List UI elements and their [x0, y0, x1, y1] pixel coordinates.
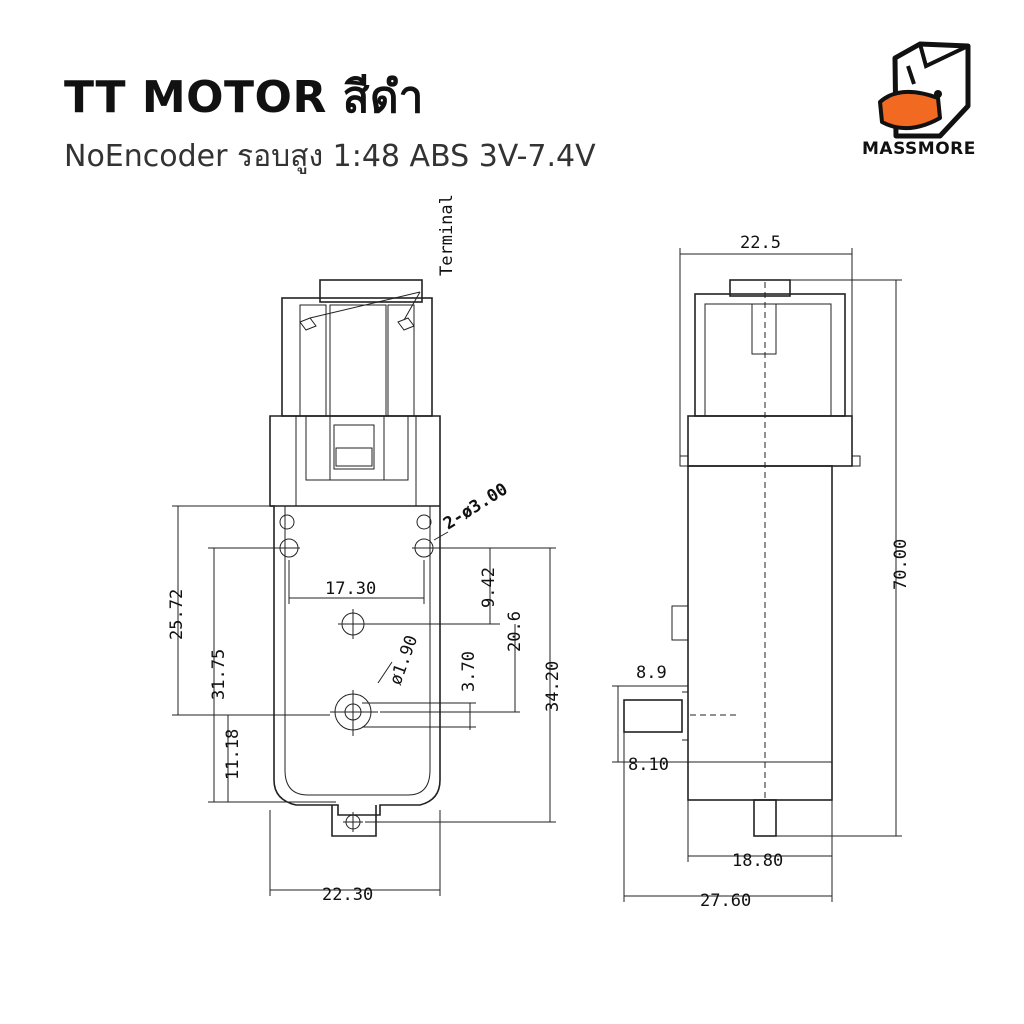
dim-27-60: 27.60: [700, 891, 751, 911]
front-mounting-tab: [331, 805, 377, 837]
dim-1-90: ø1.90: [386, 633, 422, 688]
dim-70-00: 70.00: [891, 539, 911, 590]
dim-20-6: 20.6: [505, 611, 525, 652]
hole-callout: 2-ø3.00: [440, 479, 511, 534]
side-output-shaft: [623, 699, 683, 733]
page-title: TT MOTOR สีดำ: [64, 72, 424, 123]
dim-34-20: 34.20: [543, 661, 563, 712]
dim-3-70: 3.70: [459, 651, 479, 692]
brand-name: MASSMORE: [862, 139, 976, 159]
dim-25-72: 25.72: [167, 589, 187, 640]
dim-8-9: 8.9: [636, 663, 667, 683]
massmore-logo-icon: [878, 41, 971, 139]
dim-11-18: 11.18: [223, 729, 243, 780]
front-motor-cap: [319, 279, 423, 303]
dim-17-30: 17.30: [325, 579, 376, 599]
front-gearbox: [269, 415, 441, 816]
page-subtitle: NoEncoder รอบสูง 1:48 ABS 3V-7.4V: [64, 139, 596, 174]
dim-9-42: 9.42: [479, 567, 499, 608]
dim-22-5: 22.5: [740, 233, 781, 253]
terminal-label: Terminal: [437, 194, 457, 276]
side-gearbox: [687, 465, 833, 801]
side-view: 22.5 70.00 8.9 8.10 18.80 27.60: [612, 233, 911, 911]
dim-31-75: 31.75: [209, 649, 229, 700]
front-motor-body: [281, 297, 433, 417]
dim-18-80: 18.80: [732, 851, 783, 871]
front-view: Terminal 2-ø3.00 17.30 22.30 25.72 31.75…: [167, 194, 563, 905]
dim-22-30: 22.30: [322, 885, 373, 905]
side-motor-body: [694, 293, 846, 417]
dim-8-10: 8.10: [628, 755, 669, 775]
